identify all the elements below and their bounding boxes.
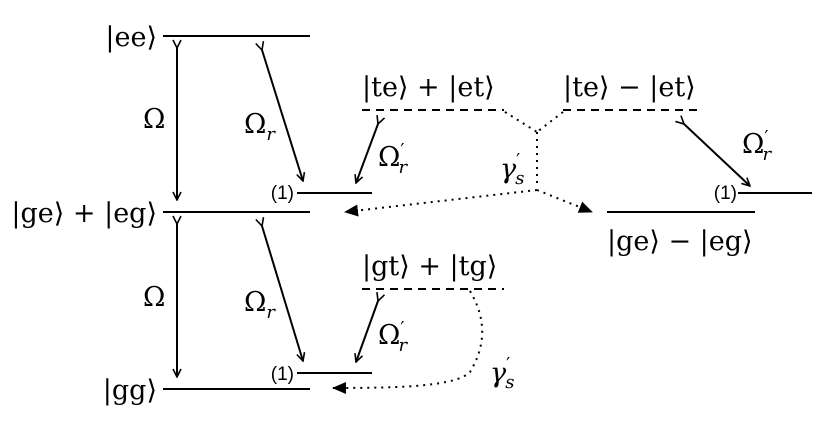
marker-right: (1) <box>714 183 737 204</box>
label-omega-r-lower: Ωr <box>244 287 276 323</box>
label-ee: |ee⟩ <box>105 22 157 53</box>
label-gamma-lower: γ′s <box>490 354 514 393</box>
label-omega-r-prime-right: Ω′r <box>742 127 772 165</box>
arrow-omega-r-lower <box>262 226 303 361</box>
arrow-omega-r-prime-lower <box>356 301 378 362</box>
decay-to-ge-plus <box>344 189 538 217</box>
label-omega-r-prime-lower: Ω′r <box>378 318 408 356</box>
decay-from-te-minus <box>536 111 564 133</box>
marker-lower: (1) <box>271 364 294 385</box>
label-gt-plus: |gt⟩ + |tg⟩ <box>362 251 497 282</box>
arrow-omega-r-prime-upper <box>356 124 378 183</box>
decay-to-ge-minus <box>536 189 593 213</box>
decay-from-gt-plus <box>332 290 484 394</box>
label-omega-lower: Ω <box>143 282 165 313</box>
label-te-plus: |te⟩ + |et⟩ <box>362 72 495 103</box>
arrow-omega-r-upper <box>262 50 303 181</box>
label-omega-upper: Ω <box>143 104 165 135</box>
label-gg: |gg⟩ <box>103 375 157 406</box>
decay-from-te-plus <box>504 111 538 133</box>
arrow-omega-r-prime-right <box>684 124 750 186</box>
label-gamma-upper: γ′s <box>500 150 524 189</box>
label-omega-r-prime-upper: Ω′r <box>378 140 408 178</box>
marker-upper: (1) <box>271 183 294 204</box>
label-te-minus: |te⟩ − |et⟩ <box>563 72 696 103</box>
label-ge-minus: |ge⟩ − |eg⟩ <box>607 226 753 257</box>
label-ge-plus: |ge⟩ + |eg⟩ <box>11 198 157 229</box>
label-omega-r-upper: Ωr <box>244 109 276 145</box>
